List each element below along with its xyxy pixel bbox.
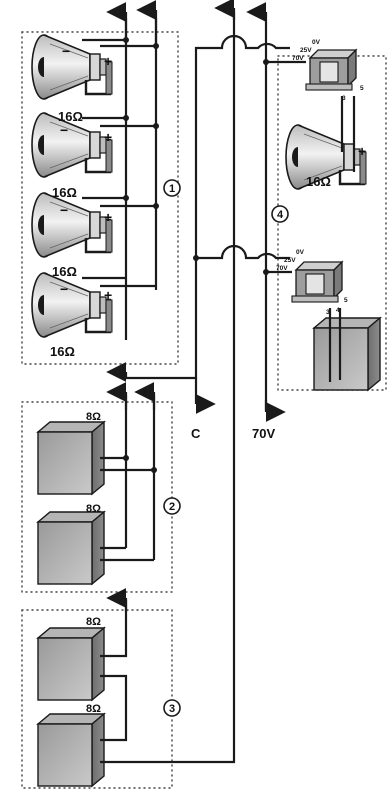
tap-25v-upper: 25V	[300, 47, 312, 54]
svg-text:3: 3	[169, 703, 175, 715]
cabinet-2-impedance: 8Ω	[86, 503, 101, 515]
cabinet-speaker-1	[37, 421, 105, 495]
transformer-2	[291, 261, 343, 303]
svg-text:1: 1	[169, 183, 175, 195]
svg-text:2: 2	[169, 501, 175, 513]
cabinet-speaker-5	[313, 317, 381, 391]
cabinet-4-impedance: 8Ω	[86, 703, 101, 715]
horn-5-plus: +	[358, 143, 366, 159]
horn-5-impedance: 16Ω	[306, 174, 331, 189]
group-2-badge: 2	[163, 497, 181, 515]
common-output-label: C	[191, 426, 201, 441]
tap-3-upper: 3	[342, 95, 346, 102]
tap-25v-lower: 25V	[284, 257, 296, 264]
horn-2-impedance: 16Ω	[52, 185, 77, 200]
cabinet-speaker-2	[37, 511, 105, 585]
horn-4-minus: −	[60, 281, 68, 297]
horn-3-minus: −	[60, 202, 68, 218]
line-70v-output-label: 70V	[252, 426, 275, 441]
horn-4-plus: +	[104, 287, 112, 303]
tap-70v-upper: 70V	[292, 55, 304, 62]
group-2-boundary	[21, 401, 173, 593]
tap-3-lower: 3	[326, 309, 330, 316]
horn-1-impedance: 16Ω	[58, 109, 83, 124]
horn-1-plus: +	[104, 53, 112, 69]
horn-3-impedance: 16Ω	[52, 264, 77, 279]
tap-5-upper: 5	[360, 85, 364, 92]
cabinet-1-impedance: 8Ω	[86, 411, 101, 423]
cabinet-speaker-4	[37, 713, 105, 787]
transformer-1	[305, 49, 357, 91]
group-3-boundary	[21, 609, 173, 789]
horn-speaker-3	[30, 191, 114, 259]
group-4-badge: 4	[271, 205, 289, 223]
cabinet-3-impedance: 8Ω	[86, 616, 101, 628]
horn-1-minus: −	[62, 43, 70, 59]
main-bus	[106, 0, 290, 422]
tap-4-lower: 4	[336, 307, 340, 314]
group-1-boundary	[21, 31, 179, 365]
group-1-wiring	[82, 0, 159, 340]
horn-2-minus: −	[60, 122, 68, 138]
group-3-badge: 3	[163, 699, 181, 717]
tap-0v-upper: 0V	[312, 39, 321, 46]
horn-speaker-4	[30, 271, 114, 339]
horn-2-plus: +	[104, 129, 112, 145]
horn-speaker-1	[30, 33, 114, 101]
group-3-wiring	[100, 12, 236, 764]
group-2-wiring	[100, 382, 157, 562]
horn-4-impedance: 16Ω	[50, 344, 75, 359]
cabinet-speaker-3	[37, 627, 105, 701]
group-1-badge: 1	[163, 179, 181, 197]
svg-text:4: 4	[277, 209, 284, 221]
group-4-wiring	[263, 59, 356, 382]
tap-70v-lower: 70V	[276, 265, 288, 272]
horn-3-plus: +	[104, 209, 112, 225]
tap-5-lower: 5	[344, 297, 348, 304]
tap-0v-lower: 0V	[296, 249, 305, 256]
